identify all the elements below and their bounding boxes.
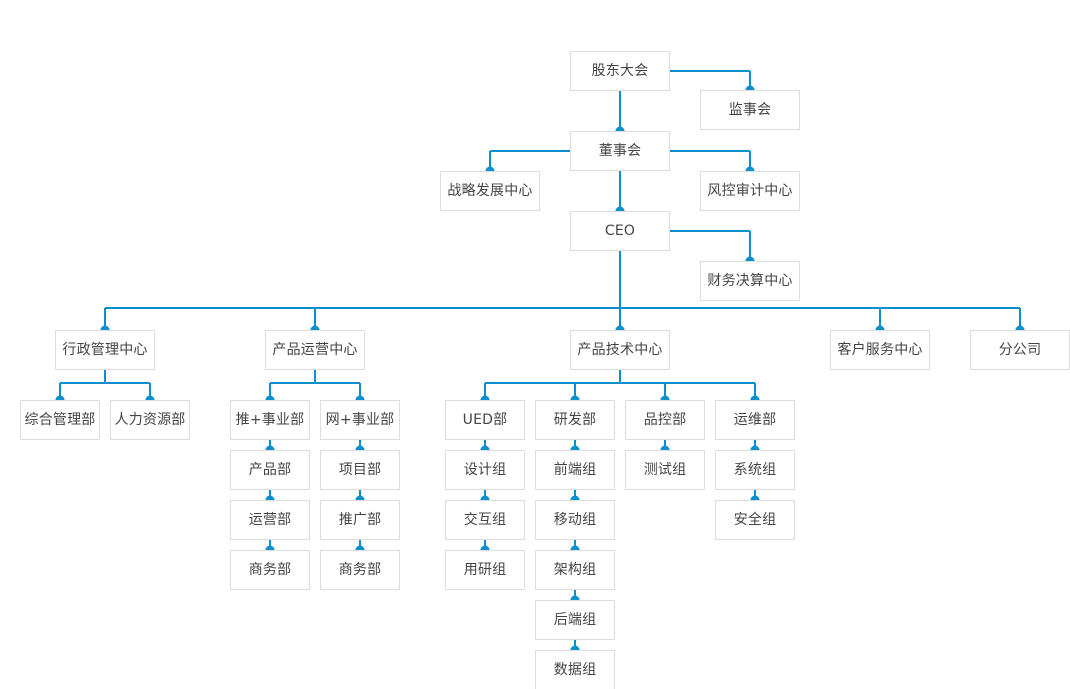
org-node-test-team[interactable]: 测试组: [625, 450, 705, 490]
org-node-label: 数据组: [553, 662, 597, 678]
org-node-label: 客户服务中心: [837, 342, 923, 358]
org-node-prodops[interactable]: 产品运营中心: [265, 330, 365, 370]
org-node-label: 推广部: [338, 512, 382, 528]
org-node-mobile-team[interactable]: 移动组: [535, 500, 615, 540]
org-node-admin[interactable]: 行政管理中心: [55, 330, 155, 370]
org-node-label: 战略发展中心: [447, 183, 533, 199]
org-node-security-team[interactable]: 安全组: [715, 500, 795, 540]
org-node-label: 商务部: [248, 562, 292, 578]
org-node-qa[interactable]: 品控部: [625, 400, 705, 440]
org-node-system-team[interactable]: 系统组: [715, 450, 795, 490]
org-node-promo-dept[interactable]: 推广部: [320, 500, 400, 540]
org-node-ops-dept[interactable]: 运营部: [230, 500, 310, 540]
org-node-frontend-team[interactable]: 前端组: [535, 450, 615, 490]
org-node-prodtech[interactable]: 产品技术中心: [570, 330, 670, 370]
org-node-research-team[interactable]: 用研组: [445, 550, 525, 590]
org-node-ceo[interactable]: CEO: [570, 211, 670, 251]
org-node-label: 研发部: [553, 412, 597, 428]
org-node-label: 人力资源部: [114, 412, 186, 428]
org-node-label: 运营部: [248, 512, 292, 528]
org-node-hr[interactable]: 人力资源部: [110, 400, 190, 440]
org-node-ued[interactable]: UED部: [445, 400, 525, 440]
org-node-label: 架构组: [553, 562, 597, 578]
org-node-data-team[interactable]: 数据组: [535, 650, 615, 689]
org-node-label: 风控审计中心: [707, 183, 793, 199]
org-node-general[interactable]: 综合管理部: [20, 400, 100, 440]
org-node-label: 推+事业部: [235, 412, 305, 428]
org-node-label: 行政管理中心: [62, 342, 148, 358]
org-node-label: 网+事业部: [325, 412, 395, 428]
org-node-label: 产品运营中心: [272, 342, 358, 358]
org-node-product-dept[interactable]: 产品部: [230, 450, 310, 490]
org-node-biz-dept-1[interactable]: 商务部: [230, 550, 310, 590]
org-node-supervisors[interactable]: 监事会: [700, 90, 800, 130]
org-node-label: UED部: [462, 412, 508, 428]
org-node-strategy[interactable]: 战略发展中心: [440, 171, 540, 211]
org-node-label: 财务决算中心: [707, 273, 793, 289]
org-node-arch-team[interactable]: 架构组: [535, 550, 615, 590]
org-node-biz-dept-2[interactable]: 商务部: [320, 550, 400, 590]
org-node-rd[interactable]: 研发部: [535, 400, 615, 440]
org-node-label: 综合管理部: [24, 412, 96, 428]
org-node-project-dept[interactable]: 项目部: [320, 450, 400, 490]
org-node-label: 后端组: [553, 612, 597, 628]
org-node-label: 监事会: [728, 102, 772, 118]
org-node-finance[interactable]: 财务决算中心: [700, 261, 800, 301]
org-node-label: 移动组: [553, 512, 597, 528]
org-node-interact-team[interactable]: 交互组: [445, 500, 525, 540]
org-node-label: 系统组: [733, 462, 777, 478]
org-node-label: 安全组: [733, 512, 777, 528]
org-node-label: 项目部: [338, 462, 382, 478]
org-node-label: 董事会: [598, 143, 642, 159]
org-node-label: 测试组: [643, 462, 687, 478]
org-node-label: 交互组: [463, 512, 507, 528]
org-node-riskaudit[interactable]: 风控审计中心: [700, 171, 800, 211]
org-node-devops[interactable]: 运维部: [715, 400, 795, 440]
org-node-label: 产品部: [248, 462, 292, 478]
org-node-label: 股东大会: [591, 63, 649, 79]
org-node-backend-team[interactable]: 后端组: [535, 600, 615, 640]
org-node-label: 用研组: [463, 562, 507, 578]
org-node-branch[interactable]: 分公司: [970, 330, 1070, 370]
org-node-label: 设计组: [463, 462, 507, 478]
org-node-label: CEO: [604, 223, 636, 239]
org-node-wangplus[interactable]: 网+事业部: [320, 400, 400, 440]
org-node-label: 品控部: [643, 412, 687, 428]
org-node-shareholders[interactable]: 股东大会: [570, 51, 670, 91]
org-node-label: 运维部: [733, 412, 777, 428]
org-node-board[interactable]: 董事会: [570, 131, 670, 171]
org-node-tuiplus[interactable]: 推+事业部: [230, 400, 310, 440]
org-node-label: 前端组: [553, 462, 597, 478]
org-node-label: 商务部: [338, 562, 382, 578]
org-node-label: 分公司: [998, 342, 1042, 358]
org-node-design-team[interactable]: 设计组: [445, 450, 525, 490]
org-node-customer[interactable]: 客户服务中心: [830, 330, 930, 370]
org-node-label: 产品技术中心: [577, 342, 663, 358]
